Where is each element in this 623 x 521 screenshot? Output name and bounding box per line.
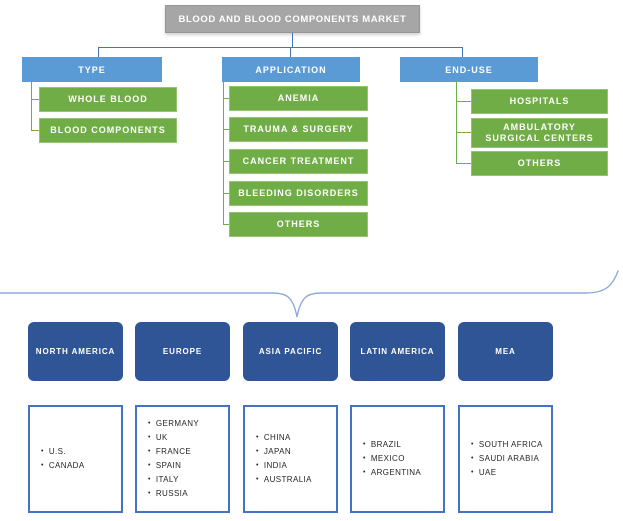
region-latin-america: LATIN AMERICA	[350, 322, 445, 381]
region-asia-pacific: ASIA PACIFIC	[243, 322, 338, 381]
region-north-america: NORTH AMERICA	[28, 322, 123, 381]
node-blood-components: BLOOD COMPONENTS	[39, 118, 177, 143]
connector-drop-type	[98, 47, 99, 57]
connector-root-stem	[292, 33, 293, 47]
country-list-latin-america: BRAZIL MEXICO ARGENTINA	[350, 405, 445, 513]
node-cancer-treatment: CANCER TREATMENT	[229, 149, 368, 174]
country-item: GERMANY	[148, 417, 226, 431]
connector-end-use-stub-2	[456, 132, 471, 133]
country-item: U.S.	[41, 445, 119, 459]
country-item: SOUTH AFRICA	[471, 438, 549, 452]
node-bleeding-disorders: BLEEDING DISORDERS	[229, 181, 368, 206]
connector-end-use-spine	[456, 82, 457, 164]
node-anemia: ANEMIA	[229, 86, 368, 111]
connector-type-stub-2	[31, 130, 39, 131]
curly-brace	[0, 270, 619, 318]
node-application-others: OTHERS	[229, 212, 368, 237]
country-item: UK	[148, 431, 226, 445]
connector-application-stub-3	[223, 161, 229, 162]
connector-end-use-stub-1	[456, 101, 471, 102]
country-item: SPAIN	[148, 459, 226, 473]
root-node-title: BLOOD AND BLOOD COMPONENTS MARKET	[165, 5, 420, 33]
branch-application: APPLICATION	[222, 57, 360, 82]
connector-application-stub-2	[223, 129, 229, 130]
country-list-north-america: U.S. CANADA	[28, 405, 123, 513]
country-list-asia-pacific: CHINA JAPAN INDIA AUSTRALIA	[243, 405, 338, 513]
node-end-use-others: OTHERS	[471, 151, 608, 176]
connector-type-spine	[31, 82, 32, 131]
connector-application-stub-1	[223, 98, 229, 99]
connector-drop-application	[290, 47, 291, 57]
country-item: UAE	[471, 466, 549, 480]
node-whole-blood: WHOLE BLOOD	[39, 87, 177, 112]
country-list-mea: SOUTH AFRICA SAUDI ARABIA UAE	[458, 405, 553, 513]
node-hospitals: HOSPITALS	[471, 89, 608, 114]
country-item: INDIA	[256, 459, 334, 473]
connector-application-stub-5	[223, 224, 229, 225]
connector-application-stub-4	[223, 193, 229, 194]
connector-branch-rail	[98, 47, 462, 48]
region-europe: EUROPE	[135, 322, 230, 381]
connector-type-stub-1	[31, 99, 39, 100]
country-item: MEXICO	[363, 452, 441, 466]
branch-end-use: END-USE	[400, 57, 538, 82]
country-item: SAUDI ARABIA	[471, 452, 549, 466]
connector-drop-end-use	[462, 47, 463, 57]
connector-application-spine	[223, 82, 224, 225]
country-item: ITALY	[148, 473, 226, 487]
region-mea: MEA	[458, 322, 553, 381]
connector-end-use-stub-3	[456, 163, 471, 164]
country-item: CANADA	[41, 459, 119, 473]
country-item: RUSSIA	[148, 487, 226, 501]
country-item: AUSTRALIA	[256, 473, 334, 487]
node-trauma-surgery: TRAUMA & SURGERY	[229, 117, 368, 142]
country-item: BRAZIL	[363, 438, 441, 452]
node-ambulatory-surgical-centers: AMBULATORY SURGICAL CENTERS	[471, 118, 608, 148]
country-item: CHINA	[256, 431, 334, 445]
country-item: ARGENTINA	[363, 466, 441, 480]
country-list-europe: GERMANY UK FRANCE SPAIN ITALY RUSSIA	[135, 405, 230, 513]
country-item: FRANCE	[148, 445, 226, 459]
country-item: JAPAN	[256, 445, 334, 459]
branch-type: TYPE	[22, 57, 162, 82]
